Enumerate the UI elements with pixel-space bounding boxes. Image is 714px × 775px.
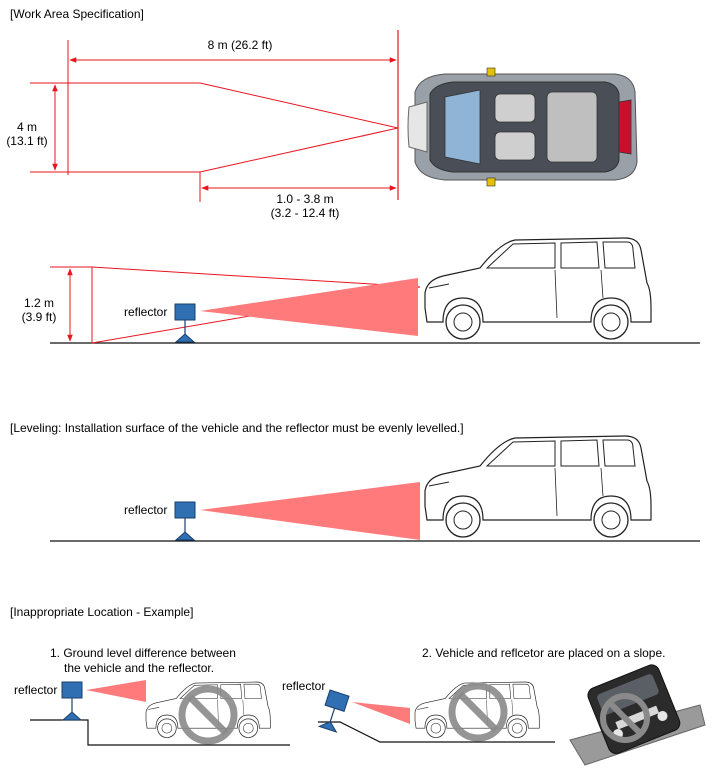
height-dimension-label-line2: (3.9 ft) — [21, 310, 57, 324]
car-side-view — [424, 237, 652, 340]
car-top-view — [407, 67, 638, 187]
reflector-label: reflector — [124, 305, 168, 319]
distance-dimension-label-line1: 1.0 - 3.8 m — [276, 192, 334, 206]
work-area-top-view — [30, 30, 399, 202]
side-view-height — [50, 237, 700, 344]
reflector-symbol — [174, 501, 196, 541]
reflector-label: reflector — [14, 683, 58, 697]
length-dimension-label: 8 m (26.2 ft) — [207, 38, 273, 52]
leveling-heading: [Leveling: Installation surface of the v… — [10, 421, 464, 435]
distance-dimension-label-line2: (3.2 - 12.4 ft) — [270, 206, 340, 220]
width-dimension-label-line2: (13.1 ft) — [6, 134, 48, 148]
reflector-label: reflector — [124, 503, 168, 517]
reflector-symbol — [61, 681, 83, 721]
width-dimension-label-line1: 4 m — [16, 120, 37, 134]
height-dimension-label-line1: 1.2 m — [23, 296, 54, 310]
example1-text-line2: the vehicle and the reflector. — [64, 661, 215, 675]
reflector-symbol — [174, 303, 196, 343]
example-slope — [317, 681, 555, 743]
example-ground-level-difference — [30, 680, 290, 746]
work-area-heading: [Work Area Specification] — [10, 7, 144, 21]
example2-text: 2. Vehicle and reflcetor are placed on a… — [422, 646, 666, 660]
side-view-leveling — [50, 435, 700, 542]
example1-text-line1: 1. Ground level difference between — [50, 646, 236, 660]
reflector-label: reflector — [282, 679, 326, 693]
inappropriate-heading: [Inappropriate Location - Example] — [10, 605, 194, 619]
slope-photo — [569, 664, 706, 766]
car-side-view — [424, 435, 652, 538]
